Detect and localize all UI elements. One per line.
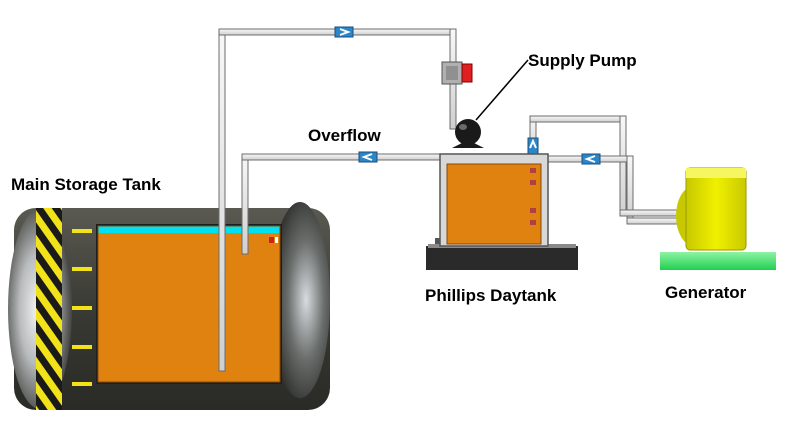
supply-pump-label: Supply Pump bbox=[528, 51, 637, 70]
overflow-label: Overflow bbox=[308, 126, 382, 145]
vent-pipe-top bbox=[529, 115, 627, 123]
generator-label: Generator bbox=[665, 283, 747, 302]
main-tank-fuel bbox=[98, 233, 280, 382]
daytank-label: Phillips Daytank bbox=[425, 286, 557, 305]
main-storage-tank-label: Main Storage Tank bbox=[11, 175, 161, 194]
supply-pump-icon bbox=[452, 119, 484, 148]
generator-ground bbox=[660, 252, 776, 270]
level-markers bbox=[72, 229, 92, 386]
hazard-stripe bbox=[36, 208, 62, 410]
generator-feed-upper bbox=[619, 209, 685, 217]
generator-feed-lower bbox=[626, 217, 685, 225]
main-tank-fuel-level bbox=[98, 226, 280, 233]
supply-pipe-riser bbox=[218, 30, 226, 372]
flow-direction-arrow-icon bbox=[334, 26, 601, 165]
daytank-fuel bbox=[446, 163, 542, 245]
generator bbox=[660, 167, 776, 270]
overflow-pipe-run bbox=[241, 153, 447, 161]
phillips-daytank bbox=[426, 153, 578, 270]
vent-pipe-drop bbox=[619, 115, 627, 217]
supply-pump-pointer bbox=[475, 59, 529, 121]
main-storage-tank bbox=[8, 202, 330, 410]
overflow-pipe-drop bbox=[241, 153, 249, 255]
solenoid-valve-icon bbox=[441, 61, 473, 85]
